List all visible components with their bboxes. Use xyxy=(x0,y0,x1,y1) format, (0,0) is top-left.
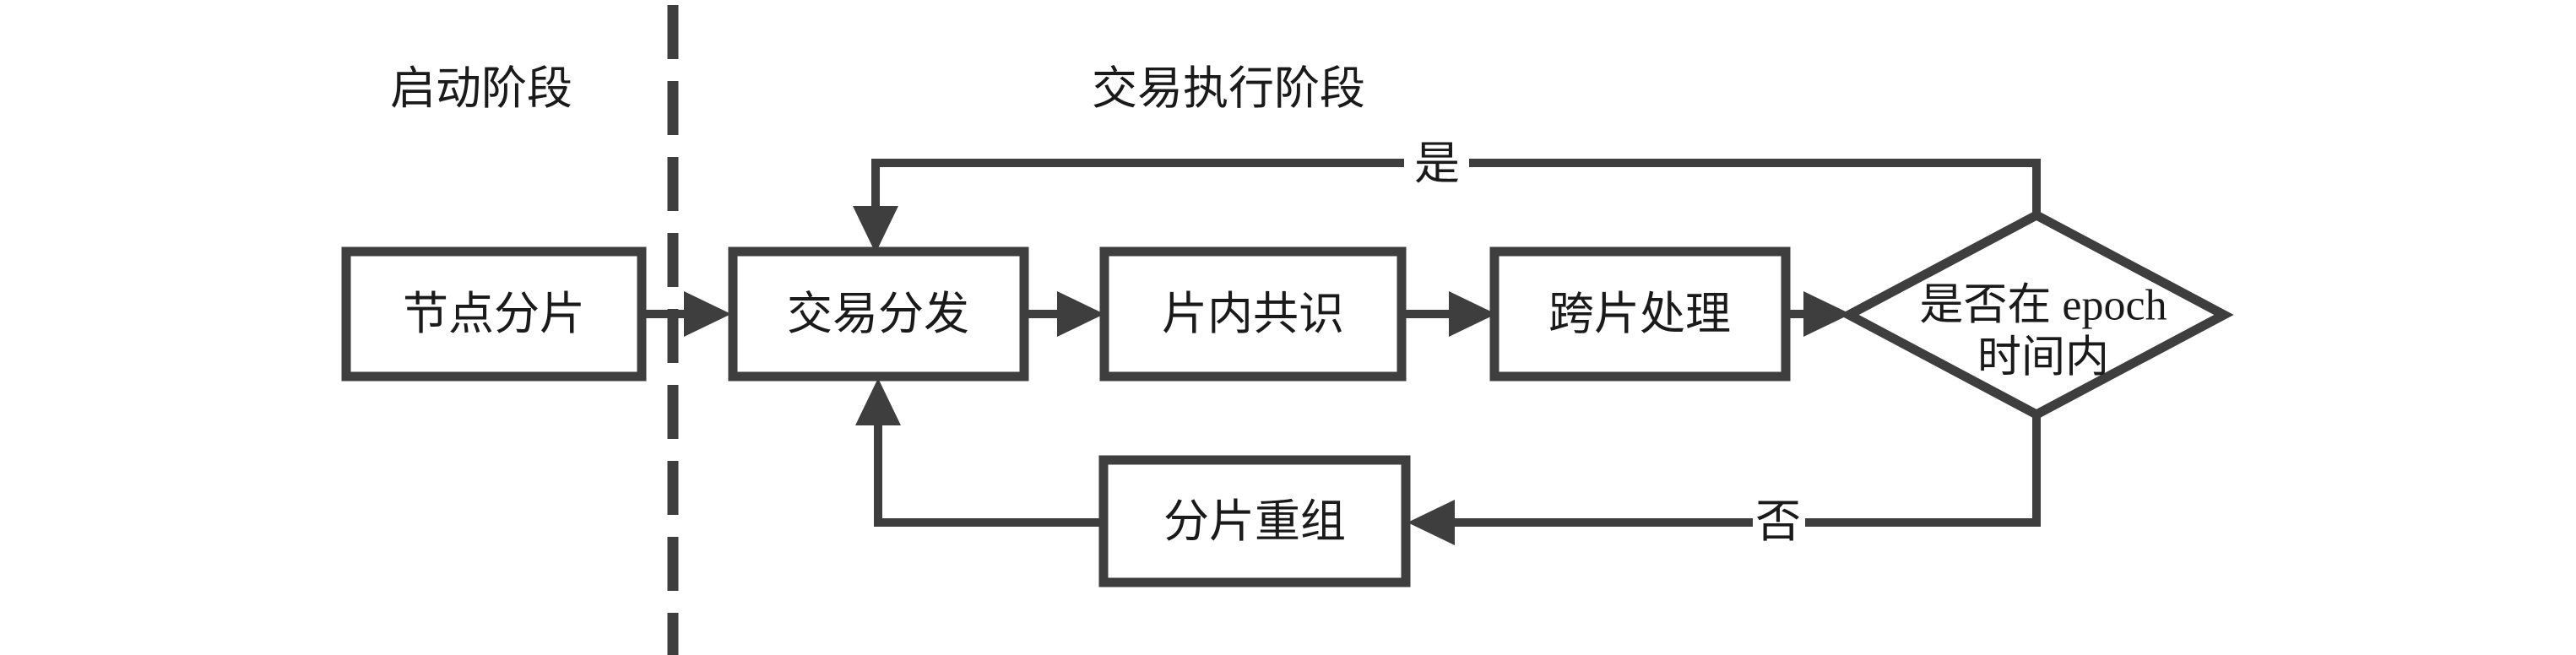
flow-node-shard-reorganization: 分片重组 xyxy=(1098,455,1411,587)
reorg-to-tx-distribution-segment xyxy=(874,425,1104,527)
node-sharding-box xyxy=(341,246,647,382)
arrow-down-icon xyxy=(853,206,898,253)
arrow-left-icon xyxy=(1407,500,1455,545)
startup-phase-title: 启动阶段 xyxy=(390,63,572,114)
arrow-right-icon xyxy=(1803,291,1851,337)
flow-node-tx-distribution: 交易分发 xyxy=(728,246,1029,382)
execution-phase-title: 交易执行阶段 xyxy=(1092,63,1365,114)
arrow-right-icon xyxy=(684,291,731,337)
decision-label-line2: 时间内 xyxy=(1977,334,2109,382)
shard-reorganization-label: 分片重组 xyxy=(1163,496,1346,547)
arrow-right-icon xyxy=(1449,291,1496,337)
yes-branch-label: 是 xyxy=(1414,138,1460,189)
shard-reorganization-box xyxy=(1098,455,1411,587)
tx-distribution-label: 交易分发 xyxy=(787,289,969,339)
intra-shard-consensus-box xyxy=(1099,246,1407,382)
arrow-up-icon xyxy=(855,378,901,425)
flow-node-intra-shard-consensus: 片内共识 xyxy=(1099,246,1407,382)
yes-loop-right-segment xyxy=(1469,159,2041,218)
cross-shard-processing-box xyxy=(1489,246,1791,382)
decision-label-line1: 是否在 epoch xyxy=(1919,282,2167,330)
decision-epoch-diamond: 是否在 epoch 时间内 xyxy=(1839,209,2234,420)
arrow-right-icon xyxy=(1057,291,1104,337)
no-branch-label: 否 xyxy=(1755,496,1801,547)
flow-node-node-sharding: 节点分片 xyxy=(341,246,647,382)
intra-shard-consensus-label: 片内共识 xyxy=(1162,289,1344,339)
no-path-right-segment xyxy=(1805,413,2041,527)
yes-loop-left-segment xyxy=(871,159,1404,208)
cross-shard-processing-label: 跨片处理 xyxy=(1548,289,1731,339)
decision-diamond-shape xyxy=(1839,209,2234,420)
node-sharding-label: 节点分片 xyxy=(403,289,585,339)
tx-distribution-box xyxy=(728,246,1029,382)
flow-node-cross-shard-processing: 跨片处理 xyxy=(1489,246,1791,382)
